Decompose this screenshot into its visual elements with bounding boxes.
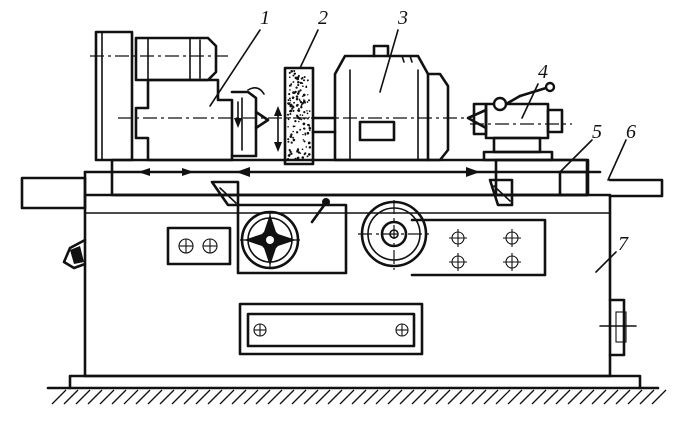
table-rail bbox=[20, 170, 664, 210]
callout-5: 5 bbox=[592, 121, 602, 143]
bottom-plate bbox=[238, 302, 424, 356]
callout-3: 3 bbox=[397, 7, 408, 29]
machine-bed bbox=[62, 193, 637, 378]
handwheel-left bbox=[236, 198, 348, 275]
grinding-wheel bbox=[274, 66, 337, 166]
callout-2: 2 bbox=[318, 7, 328, 29]
centerlines bbox=[90, 55, 572, 270]
leader-lines bbox=[209, 29, 627, 273]
callout-1: 1 bbox=[260, 7, 270, 29]
control-panel-left bbox=[166, 226, 232, 266]
tailstock bbox=[466, 81, 564, 162]
callout-6: 6 bbox=[626, 121, 636, 143]
work-table bbox=[110, 158, 589, 207]
callout-4: 4 bbox=[538, 61, 548, 83]
floor-base bbox=[46, 374, 667, 405]
wheel-head-housing bbox=[333, 44, 450, 162]
headstock-motor-assembly bbox=[94, 30, 270, 162]
handwheel-right bbox=[360, 200, 428, 268]
control-panel-right bbox=[410, 218, 547, 277]
tailstock-slide bbox=[494, 158, 590, 197]
callout-7: 7 bbox=[618, 233, 629, 255]
callout-labels: 1 2 3 4 5 6 7 bbox=[260, 7, 636, 255]
